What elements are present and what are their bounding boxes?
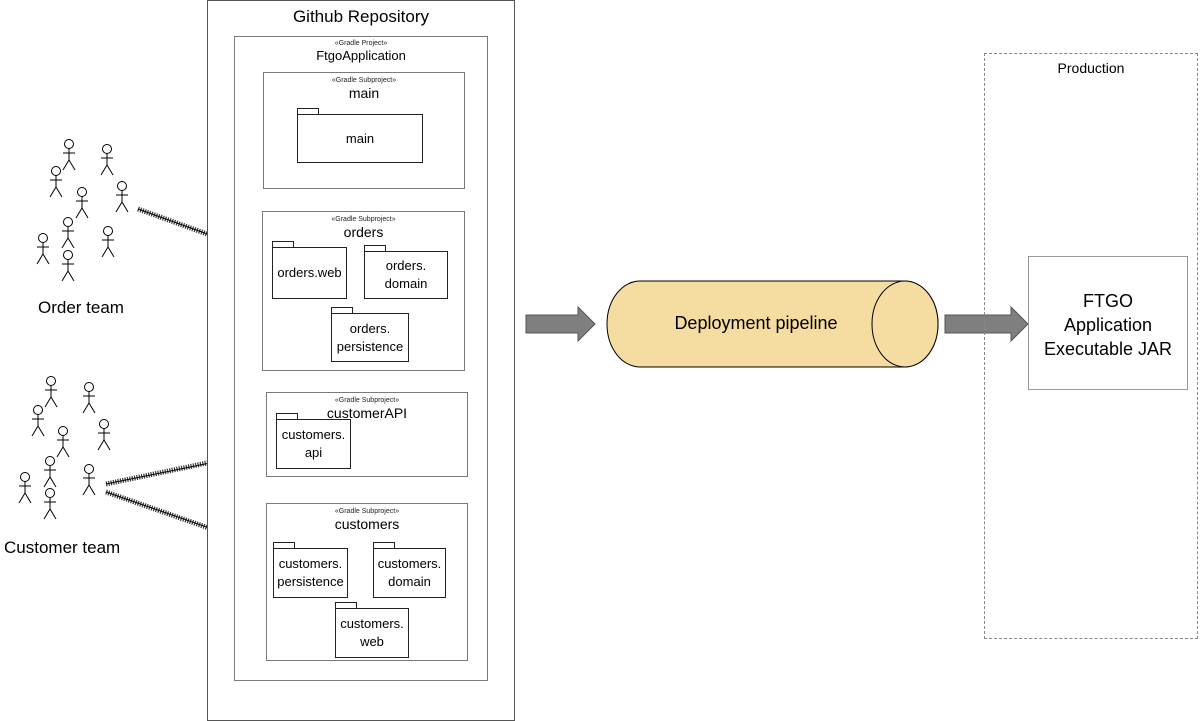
person-icon	[61, 250, 75, 282]
package-customers-api-label: customers. api	[276, 419, 351, 469]
subproject-main-name: main	[348, 85, 380, 101]
package-customers-api: customers. api	[276, 413, 351, 469]
person-icon	[18, 472, 32, 504]
subproject-customerapi: «Gradle Subproject» customerAPI customer…	[266, 392, 468, 477]
subproject-customers-stereotype: «Gradle Subproject»	[334, 508, 400, 515]
person-icon	[101, 226, 115, 258]
package-customers-web: customers. web	[335, 602, 409, 658]
subproject-customers-name: customers	[334, 516, 400, 532]
package-customers-persistence: customers. persistence	[273, 542, 348, 598]
person-icon	[115, 181, 129, 213]
package-customers-domain: customers. domain	[373, 542, 446, 598]
person-icon	[31, 405, 45, 437]
person-icon	[43, 456, 57, 488]
subproject-orders-name: orders	[343, 224, 384, 240]
subproject-orders: «Gradle Subproject» orders orders.web or…	[262, 211, 465, 371]
subproject-customerapi-stereotype: «Gradle Subproject»	[334, 397, 400, 404]
person-icon	[36, 233, 50, 265]
pipeline-to-production-arrow	[944, 305, 1029, 343]
subproject-main-stereotype: «Gradle Subproject»	[331, 77, 397, 84]
person-icon	[82, 464, 96, 496]
person-icon	[82, 382, 96, 414]
person-icon	[100, 144, 114, 176]
package-customers-web-label: customers. web	[335, 608, 409, 658]
executable-jar-box: FTGO Application Executable JAR	[1028, 256, 1188, 390]
person-icon	[75, 187, 89, 219]
production-title: Production	[1057, 60, 1125, 76]
gradle-project-name: FtgoApplication	[316, 48, 406, 63]
package-orders-persistence: orders. persistence	[331, 307, 409, 362]
subproject-customers: «Gradle Subproject» customers customers.…	[266, 503, 468, 661]
person-icon	[43, 488, 57, 520]
person-icon	[44, 376, 58, 408]
person-icon	[61, 217, 75, 249]
person-icon	[56, 426, 70, 458]
pipeline-cylinder	[606, 280, 939, 368]
gradle-project-stereotype: «Gradle Project»	[334, 40, 388, 47]
executable-jar-label: FTGO Application Executable JAR	[1043, 291, 1173, 359]
person-icon	[62, 139, 76, 171]
person-icon	[97, 419, 111, 451]
package-main-label: main	[297, 114, 423, 163]
package-orders-domain-label: orders. domain	[364, 251, 448, 299]
github-repository-title: Github Repository	[292, 7, 430, 26]
customer-team-label: Customer team	[4, 538, 121, 557]
package-customers-persistence-label: customers. persistence	[273, 548, 348, 598]
production-frame: Production	[984, 53, 1198, 639]
package-orders-web: orders.web	[272, 241, 347, 299]
order-team-label: Order team	[38, 298, 124, 317]
subproject-customerapi-name: customerAPI	[326, 405, 408, 421]
subproject-orders-stereotype: «Gradle Subproject»	[331, 216, 396, 223]
package-orders-web-label: orders.web	[272, 247, 347, 299]
package-main: main	[297, 108, 423, 163]
order-team-figures	[36, 139, 129, 282]
customer-team-figures	[18, 376, 111, 520]
package-customers-domain-label: customers. domain	[373, 548, 446, 598]
package-orders-domain: orders. domain	[364, 245, 448, 299]
person-icon	[49, 166, 63, 198]
repo-to-pipeline-arrow	[525, 305, 596, 343]
deployment-pipeline-label: Deployment pipeline	[674, 313, 838, 333]
subproject-main: «Gradle Subproject» main main	[263, 72, 465, 189]
package-orders-persistence-label: orders. persistence	[331, 313, 409, 362]
